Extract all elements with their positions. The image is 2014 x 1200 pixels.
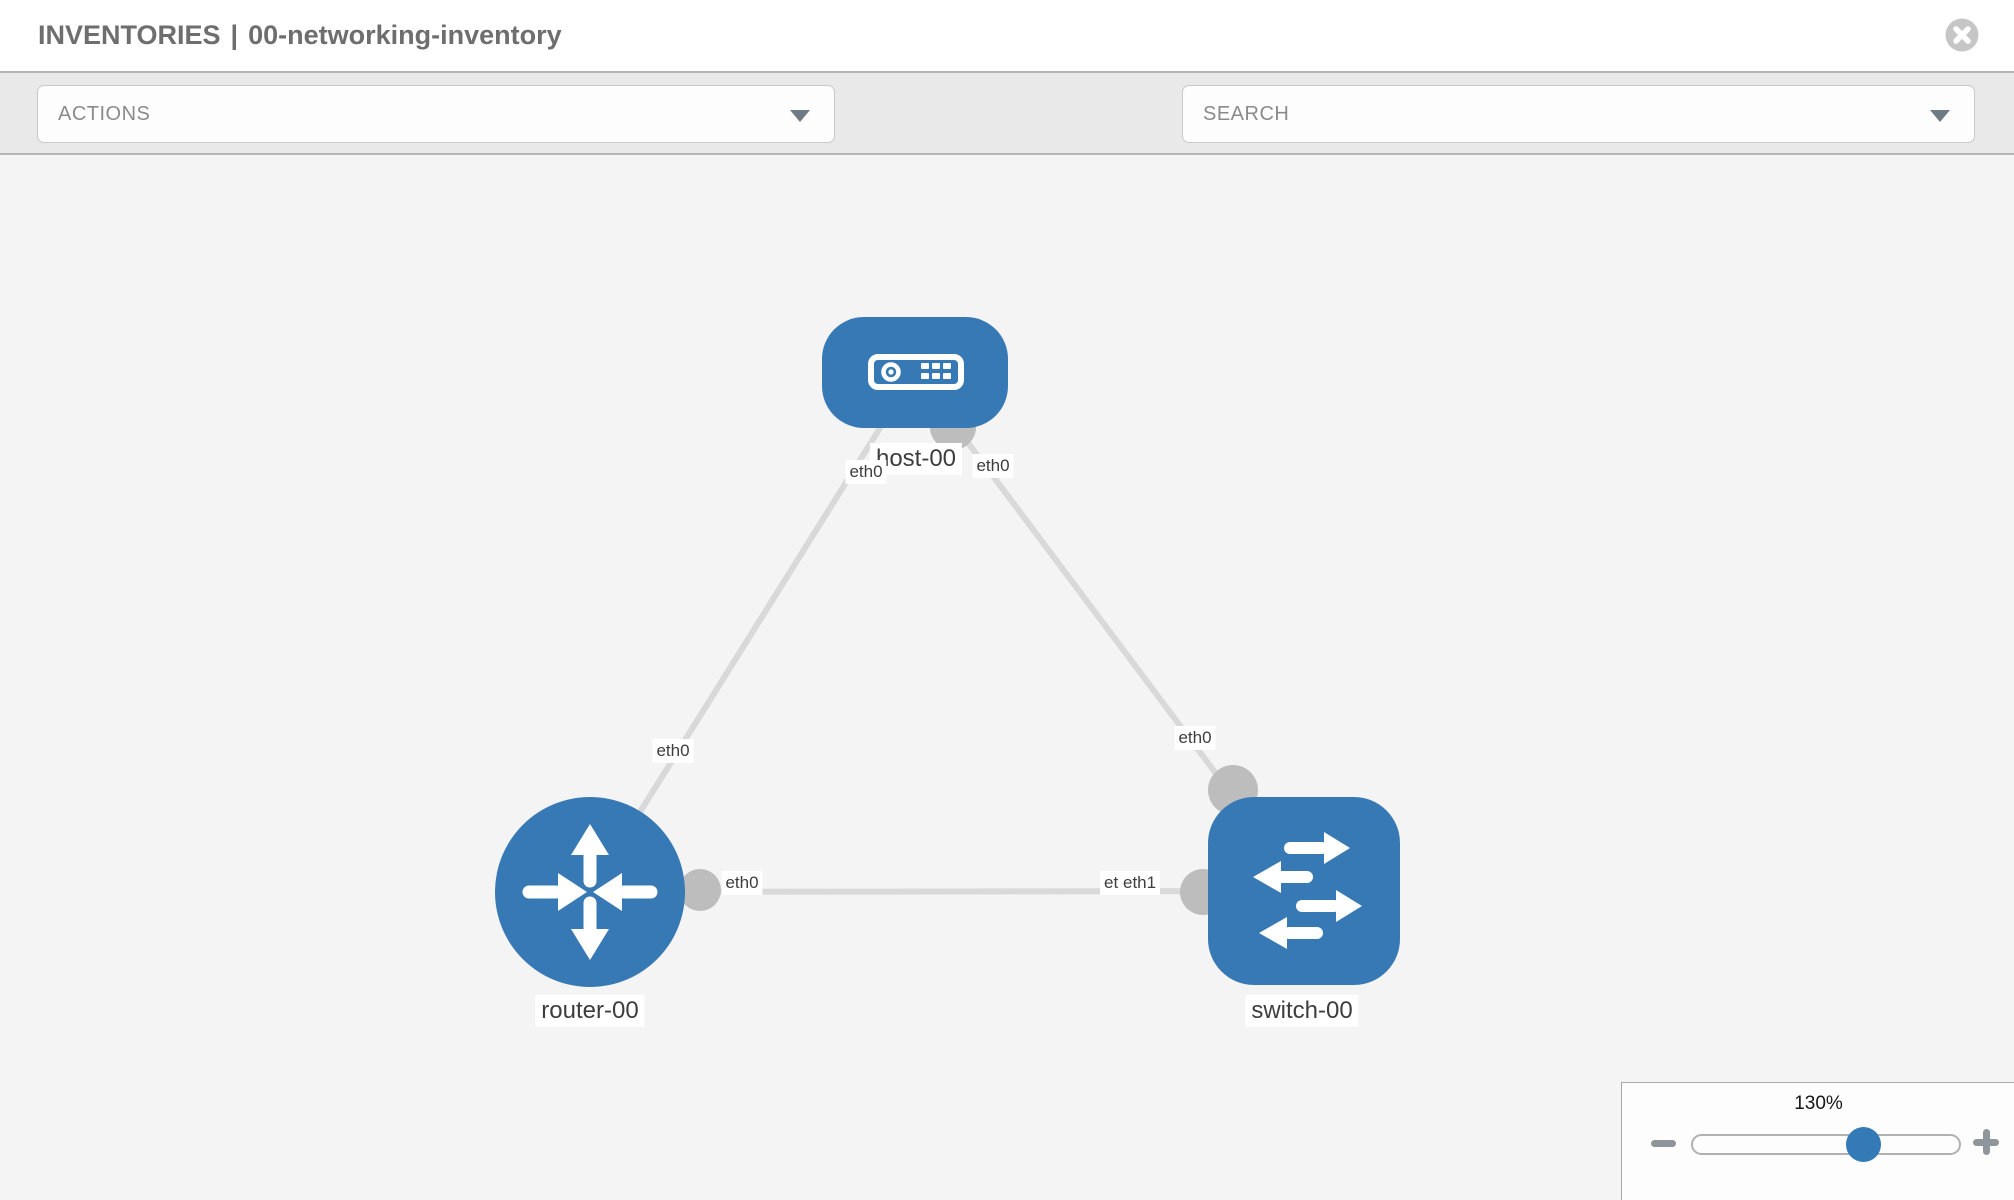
interface-label-router-switch-router-side: eth0 xyxy=(721,871,763,895)
zoom-slider-handle[interactable] xyxy=(1846,1127,1881,1162)
host-icon xyxy=(868,354,964,390)
interface-label-host-switch-host-side: eth0 xyxy=(972,454,1014,478)
edge-host-router xyxy=(587,370,918,894)
close-button[interactable] xyxy=(1945,18,1979,52)
close-icon xyxy=(1945,18,1979,52)
interface-label-host-router-router-side: eth0 xyxy=(652,739,694,763)
search-dropdown-label: SEARCH xyxy=(1203,102,1290,125)
header-bar: INVENTORIES | 00-networking-inventory xyxy=(0,0,2014,73)
zoom-out-minus-icon[interactable] xyxy=(1651,1140,1676,1147)
topology-canvas[interactable]: host-00 router-00 switch-00 eth0 eth0 et… xyxy=(0,155,2014,1200)
interface-label-host-router-host-side: eth0 xyxy=(845,460,887,484)
node-label-switch: switch-00 xyxy=(1245,995,1359,1027)
zoom-level-value: 130% xyxy=(1794,1093,1843,1114)
plus-icon-bar xyxy=(1982,1129,1990,1155)
toolbar: ACTIONS xyxy=(0,73,2014,199)
chevron-down-icon xyxy=(1930,110,1950,122)
title-section: INVENTORIES xyxy=(38,20,221,50)
topology-graph xyxy=(495,317,1400,987)
connector-router-right xyxy=(679,869,721,911)
switch-icon xyxy=(1253,832,1362,949)
page-title: INVENTORIES | 00-networking-inventory xyxy=(38,0,562,71)
title-separator: | xyxy=(230,20,239,50)
actions-dropdown-label: ACTIONS xyxy=(58,102,151,125)
actions-dropdown[interactable]: ACTIONS xyxy=(37,85,835,143)
zoom-slider-track[interactable] xyxy=(1691,1134,1961,1155)
node-router[interactable] xyxy=(495,797,685,987)
node-host[interactable] xyxy=(822,317,1008,428)
chevron-down-icon xyxy=(790,110,810,122)
zoom-in-plus-icon[interactable] xyxy=(1973,1129,1999,1155)
node-switch[interactable] xyxy=(1208,797,1400,985)
node-label-router: router-00 xyxy=(535,995,645,1027)
search-dropdown[interactable]: SEARCH xyxy=(1182,85,1975,143)
router-icon xyxy=(522,824,658,960)
interface-label-router-switch-switch-side: eth1 xyxy=(1119,871,1161,895)
zoom-panel: 130% xyxy=(1621,1082,2014,1200)
interface-label-host-switch-switch-side: eth0 xyxy=(1174,726,1216,750)
title-inventory-name: 00-networking-inventory xyxy=(248,20,562,50)
